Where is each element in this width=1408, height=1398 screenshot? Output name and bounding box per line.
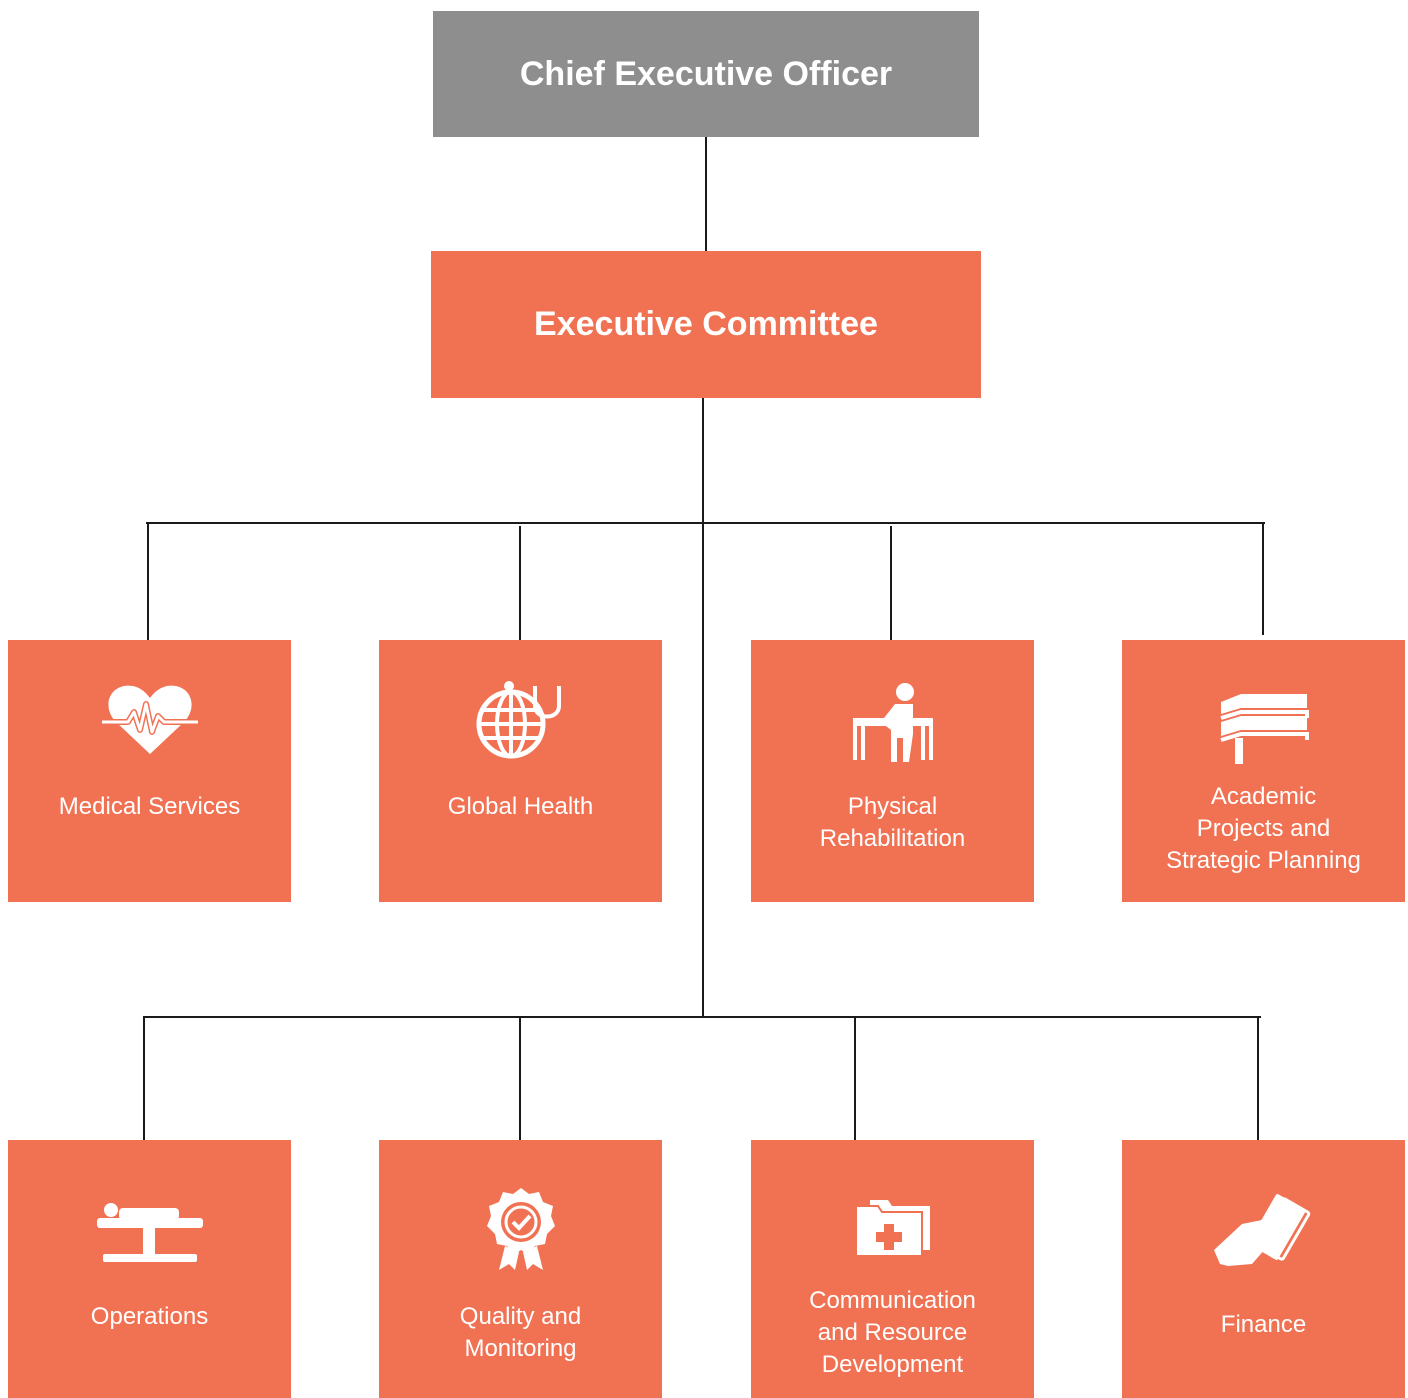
dept-finance: Finance: [1122, 1140, 1405, 1398]
dept-label: Global Health: [447, 793, 594, 820]
executive-committee-box: Executive Committee: [431, 251, 981, 398]
dept-quality-monitoring: Quality and Monitoring: [379, 1140, 662, 1398]
dept-operations: Operations: [8, 1140, 291, 1398]
operating-table-icon: [8, 1202, 291, 1264]
connector-row1-horizontal: [146, 522, 1265, 524]
connector-row1-drop: [1262, 522, 1264, 635]
connector-row2-drop: [854, 1016, 856, 1140]
hand-money-icon: [1122, 1194, 1405, 1268]
medical-folder-icon: [751, 1200, 1034, 1256]
dept-label: Operations: [90, 1303, 209, 1330]
ceo-box: Chief Executive Officer: [433, 11, 979, 137]
dept-global-health: Global Health: [379, 640, 662, 902]
dept-physical-rehabilitation: Physical Rehabilitation: [751, 640, 1034, 902]
connector-row2-drop: [1257, 1016, 1259, 1140]
globe-stethoscope-icon: [379, 680, 662, 762]
connector-exec-trunk: [702, 398, 704, 1018]
dept-label: Quality and Monitoring: [459, 1303, 582, 1362]
connector-row1-drop: [519, 526, 521, 640]
dept-label: Academic Projects and Strategic Planning: [1166, 783, 1361, 874]
quality-badge-icon: [379, 1186, 662, 1272]
connector-row1-drop: [147, 522, 149, 640]
connector-row1-drop: [890, 526, 892, 640]
connector-row2-horizontal: [143, 1016, 1261, 1018]
connector-row2-drop: [143, 1016, 145, 1140]
dept-academic-projects: Academic Projects and Strategic Planning: [1122, 640, 1405, 902]
executive-committee-label: Executive Committee: [534, 305, 878, 343]
dept-medical-services: Medical Services: [8, 640, 291, 902]
heart-pulse-icon: [8, 682, 291, 758]
dept-communication-resource-development: Communication and Resource Development: [751, 1140, 1034, 1398]
books-icon: [1122, 692, 1405, 766]
rehab-person-table-icon: [751, 682, 1034, 764]
connector-row2-drop: [519, 1016, 521, 1140]
dept-label: Finance: [1220, 1311, 1307, 1338]
connector-ceo-exec: [705, 137, 707, 251]
ceo-label: Chief Executive Officer: [519, 54, 893, 93]
dept-label: Communication and Resource Development: [809, 1287, 976, 1378]
dept-label: Physical Rehabilitation: [819, 793, 966, 852]
dept-label: Medical Services: [58, 793, 241, 820]
